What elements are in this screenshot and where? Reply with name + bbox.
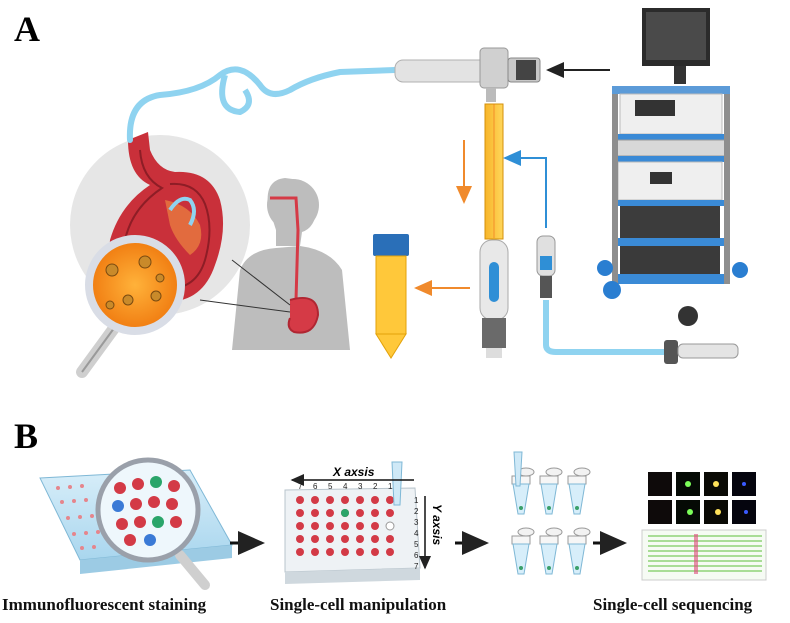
x-tick-label: 1 bbox=[388, 482, 393, 491]
pcr-tube bbox=[539, 467, 563, 515]
endoscope-handle bbox=[394, 47, 541, 102]
y-tick-label: 4 bbox=[414, 529, 419, 538]
x-tick-label: 6 bbox=[313, 482, 318, 491]
stained-cells bbox=[112, 476, 182, 546]
fluorescence-grid bbox=[648, 472, 756, 524]
suction-connector bbox=[536, 235, 739, 364]
micropipette bbox=[391, 461, 403, 506]
endoscopy-tower bbox=[597, 8, 748, 326]
y-tick-label: 7 bbox=[414, 562, 419, 571]
caption-single-cell-sequencing: Single-cell sequencing bbox=[593, 595, 753, 614]
y-tick-label: 5 bbox=[414, 540, 419, 549]
transfer-pipette bbox=[513, 451, 523, 487]
manipulation-plate: X axsis Y axsis 7 6 5 4 3 2 1 1 2 3 4 5 6 7 bbox=[284, 461, 444, 584]
y-axis-ticks: 1 2 3 4 5 6 7 bbox=[414, 496, 419, 571]
pcr-tube bbox=[567, 527, 591, 575]
caption-immunofluorescent-staining: Immunofluorescent staining bbox=[2, 595, 207, 614]
cable-loop bbox=[219, 74, 252, 116]
x-axis-ticks: 7 6 5 4 3 2 1 bbox=[298, 482, 393, 491]
y-tick-label: 1 bbox=[414, 496, 419, 505]
panel-label-b: B bbox=[14, 416, 39, 456]
x-tick-label: 7 bbox=[298, 482, 303, 491]
magnifier-cells bbox=[76, 235, 185, 378]
human-silhouette bbox=[232, 178, 350, 350]
y-axis-label: Y axsis bbox=[430, 504, 444, 545]
pcr-tube bbox=[539, 527, 563, 575]
collector-device bbox=[479, 239, 509, 358]
y-tick-label: 3 bbox=[414, 518, 419, 527]
scope-tip bbox=[168, 196, 196, 226]
y-tick-label: 2 bbox=[414, 507, 419, 516]
sequencing-output bbox=[641, 472, 767, 581]
y-tick-label: 6 bbox=[414, 551, 419, 560]
callout-line bbox=[231, 259, 291, 306]
stained-plate bbox=[39, 457, 233, 590]
panel-b-illustration: X axsis Y axsis 7 6 5 4 3 2 1 1 2 3 4 5 6 7 bbox=[39, 451, 767, 590]
pcr-tube bbox=[511, 467, 535, 515]
callout-line bbox=[199, 299, 291, 313]
caption-single-cell-manipulation: Single-cell manipulation bbox=[270, 595, 447, 614]
endoscope-cable bbox=[126, 66, 398, 143]
arrow-flow-blue bbox=[503, 150, 547, 228]
sample-tube bbox=[373, 234, 409, 359]
pcr-tubes bbox=[511, 451, 591, 575]
x-tick-label: 4 bbox=[343, 482, 348, 491]
sequencing-tracks bbox=[641, 529, 767, 581]
x-tick-label: 3 bbox=[358, 482, 363, 491]
panel-label-a: A bbox=[14, 9, 40, 49]
x-tick-label: 5 bbox=[328, 482, 333, 491]
x-axis-label: X axsis bbox=[332, 465, 375, 479]
x-tick-label: 2 bbox=[373, 482, 378, 491]
pcr-tube bbox=[567, 467, 591, 515]
panel-a-illustration bbox=[70, 8, 748, 378]
pcr-tube bbox=[511, 527, 535, 575]
